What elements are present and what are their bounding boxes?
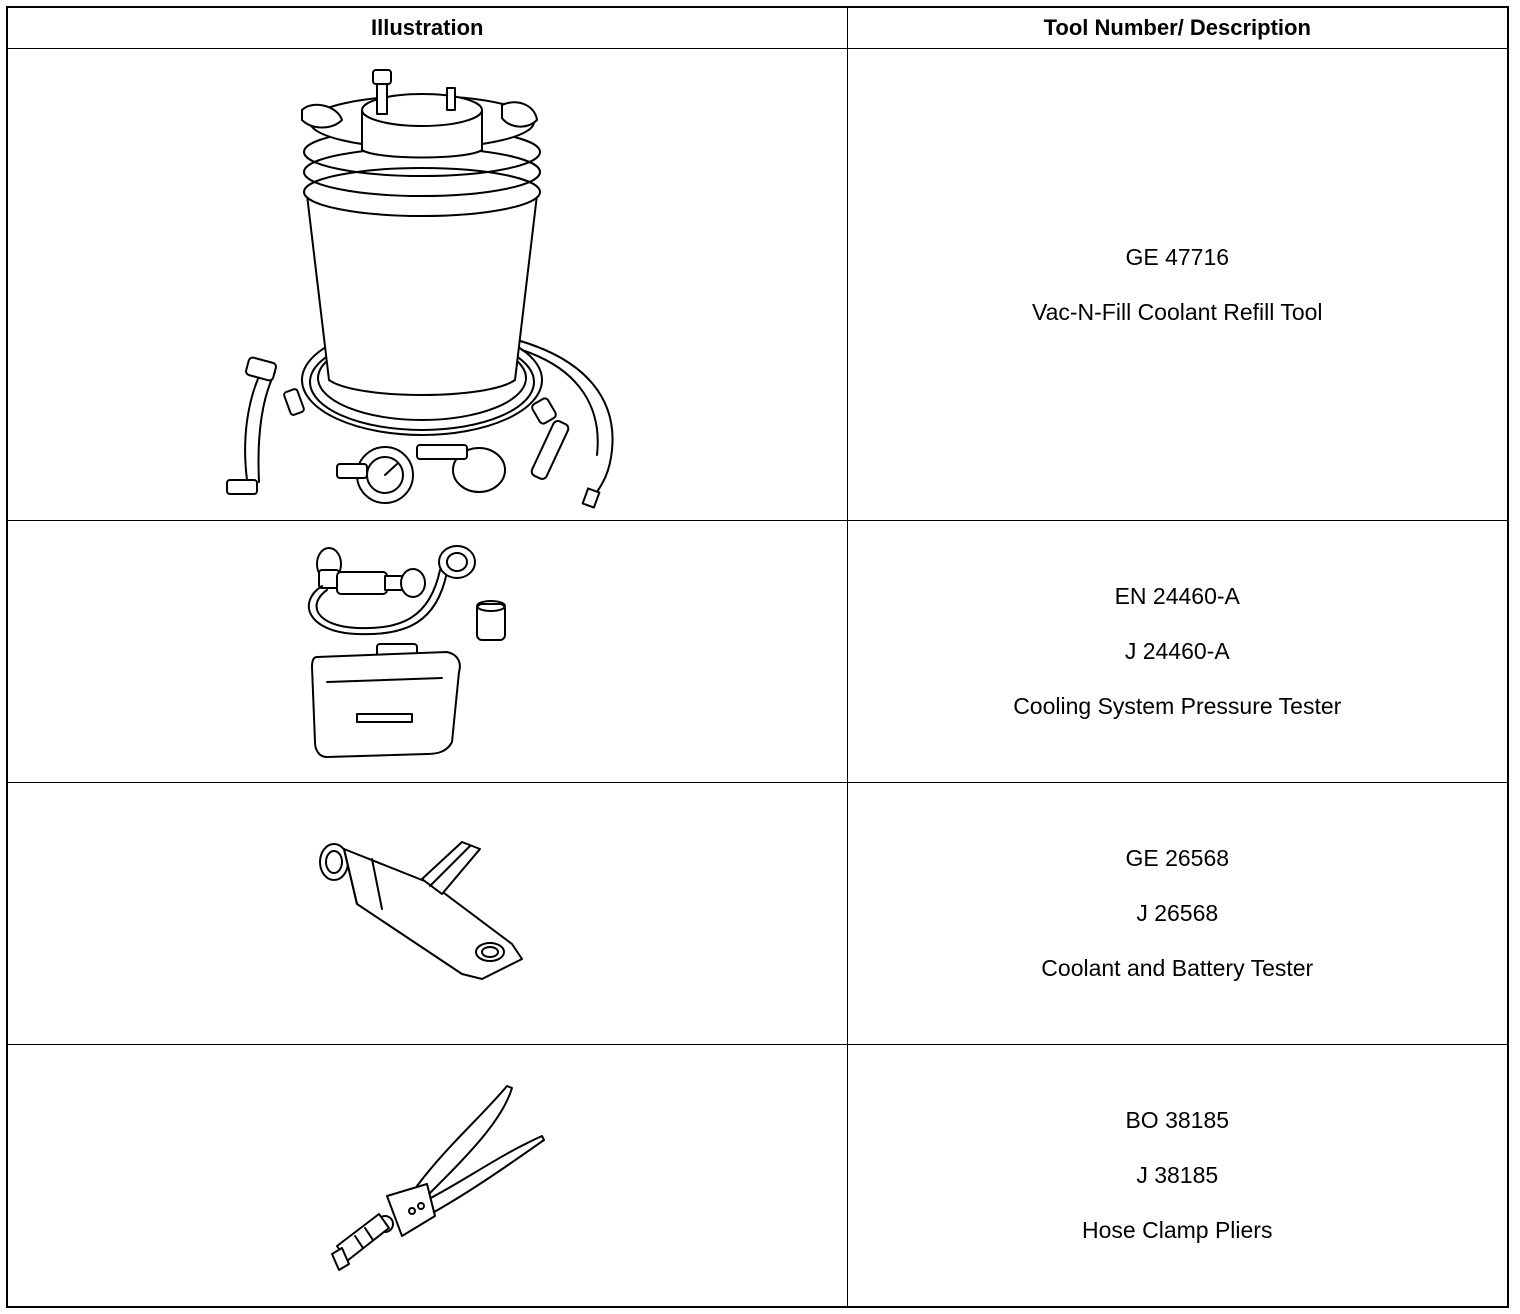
illustration-cell	[6, 1044, 848, 1308]
tool-number: BO 38185	[1125, 1107, 1230, 1134]
tool-number: GE 47716	[1125, 243, 1230, 270]
coolant-battery-tester-icon	[319, 840, 524, 980]
tool-description-cell: EN 24460-A J 24460-A Cooling System Pres…	[846, 520, 1509, 784]
tool-number: EN 24460-A	[1114, 583, 1240, 610]
illustration-cell	[6, 782, 848, 1046]
coolant-refill-tool-icon	[226, 68, 614, 509]
tool-number-alt: J 38185	[1136, 1162, 1219, 1189]
pressure-tester-icon	[308, 544, 507, 758]
header-illustration: Illustration	[6, 6, 848, 49]
tool-number-alt: J 26568	[1136, 900, 1219, 927]
hose-clamp-pliers-icon	[331, 1084, 546, 1271]
table-row: EN 24460-A J 24460-A Cooling System Pres…	[6, 520, 1509, 784]
special-tools-table: Illustration Tool Number/ Description	[6, 6, 1509, 1308]
illustration-cell	[6, 47, 848, 522]
table-row: GE 26568 J 26568 Coolant and Battery Tes…	[6, 782, 1509, 1046]
tool-name: Cooling System Pressure Tester	[1013, 693, 1342, 720]
tool-description-cell: GE 47716 Vac-N-Fill Coolant Refill Tool	[846, 47, 1509, 522]
tool-description-cell: BO 38185 J 38185 Hose Clamp Pliers	[846, 1044, 1509, 1308]
header-row: Illustration Tool Number/ Description	[6, 6, 1509, 49]
tool-name: Coolant and Battery Tester	[1041, 955, 1314, 982]
tool-number: GE 26568	[1125, 845, 1230, 872]
tool-name: Hose Clamp Pliers	[1082, 1217, 1273, 1244]
table-row: BO 38185 J 38185 Hose Clamp Pliers	[6, 1044, 1509, 1308]
tool-name: Vac-N-Fill Coolant Refill Tool	[1031, 298, 1323, 325]
tool-description-cell: GE 26568 J 26568 Coolant and Battery Tes…	[846, 782, 1509, 1046]
illustration-cell	[6, 520, 848, 784]
table-row: GE 47716 Vac-N-Fill Coolant Refill Tool	[6, 47, 1509, 522]
header-tool-description: Tool Number/ Description	[846, 6, 1509, 49]
tool-number-alt: J 24460-A	[1124, 638, 1230, 665]
